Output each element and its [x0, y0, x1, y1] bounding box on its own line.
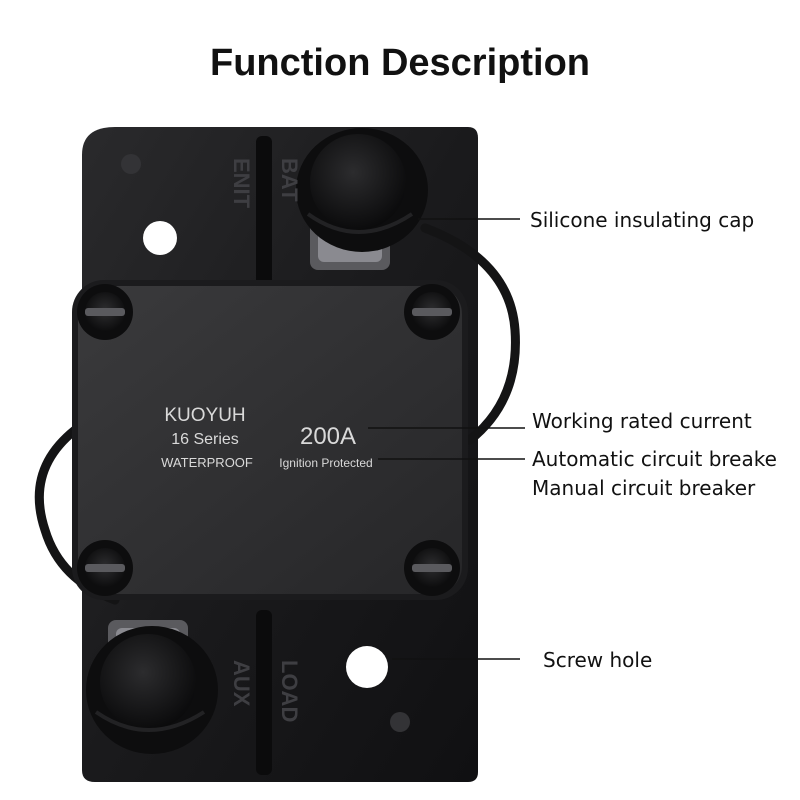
callout-manual-breaker: Manual circuit breaker [532, 476, 756, 500]
callout-automatic-breaker: Automatic circuit breake [532, 447, 777, 471]
series-label: 16 Series [171, 431, 239, 448]
waterproof-label: WATERPROOF [161, 455, 253, 470]
leader-lines [368, 218, 525, 660]
silicone-cap-bottom [86, 626, 218, 754]
silicone-cap-top [296, 128, 428, 252]
face-plate: KUOYUH 16 Series WATERPROOF 200A Ignitio… [72, 280, 468, 600]
terminal-label-top-left: ENIT [229, 158, 254, 209]
brand-name: KUOYUH [164, 405, 245, 426]
terminal-label-bottom-right: LOAD [277, 660, 302, 722]
terminal-label-top-right: BAT [277, 158, 302, 202]
ignition-protected-label: Ignition Protected [279, 456, 372, 470]
callout-silicone-cap: Silicone insulating cap [530, 208, 755, 232]
screw-hole [346, 646, 388, 688]
page-title: Function Description [210, 42, 590, 84]
callout-rated-current: Working rated current [532, 409, 752, 433]
rated-current-value: 200A [300, 423, 356, 450]
top-mounting-hole [143, 221, 177, 255]
corner-screws [77, 284, 460, 596]
terminal-label-bottom-left: AUX [229, 660, 254, 707]
callout-breaker-type: Automatic circuit breake Manual circuit … [532, 447, 777, 500]
callout-screw-hole: Screw hole [543, 648, 653, 672]
